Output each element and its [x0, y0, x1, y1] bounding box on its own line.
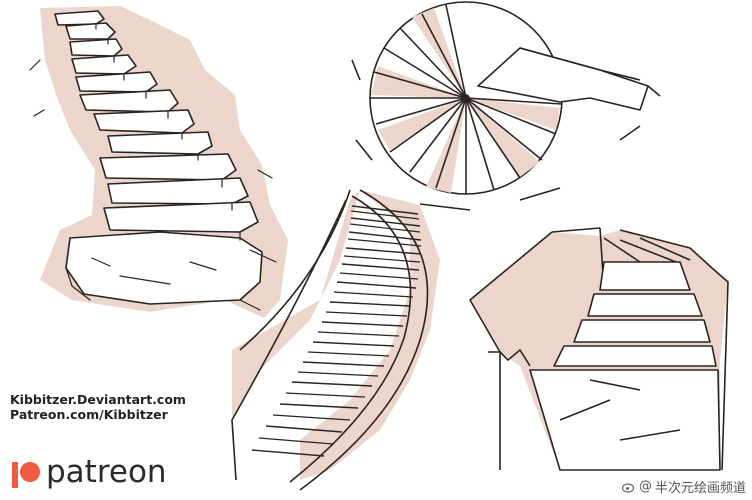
winding-left-wall	[469, 231, 553, 470]
winding-treads	[529, 261, 721, 471]
stone-stairs-drawing	[29, 6, 288, 318]
winding-right-wall	[711, 267, 729, 471]
curved-stair-treads	[251, 205, 422, 457]
stone-step	[54, 10, 105, 26]
stone-step	[107, 131, 213, 155]
winding-tread	[573, 319, 711, 343]
deviantart-link[interactable]: Kibbitzer.Deviantart.com	[10, 392, 186, 407]
stone-landing	[65, 231, 263, 305]
stone-step	[107, 177, 249, 205]
curved-stair-risers	[258, 210, 422, 445]
patreon-logo-icon	[12, 462, 40, 488]
stone-step	[75, 71, 158, 93]
patreon-link[interactable]: Patreon.com/Kibbitzer	[10, 407, 168, 422]
watermark-text: 半次元绘画频道	[654, 481, 746, 496]
winding-stairs-drawing	[469, 227, 729, 471]
winding-tread	[599, 261, 691, 291]
stone-step	[71, 54, 137, 75]
artist-credits: Kibbitzer.Deviantart.com Patreon.com/Kib…	[10, 392, 186, 422]
curved-stair-left-rail	[239, 189, 351, 351]
curved-stairs-drawing	[231, 189, 440, 491]
spiral-stairs-drawing	[351, 1, 661, 211]
winding-tread	[529, 369, 721, 471]
stone-step	[65, 22, 116, 40]
stone-step	[93, 109, 195, 134]
spiral-spokes	[370, 4, 563, 194]
patreon-brand[interactable]: patreon	[8, 452, 167, 492]
stone-step	[99, 153, 237, 181]
weibo-icon	[621, 482, 635, 493]
curved-stair-left-base	[231, 199, 347, 481]
patreon-wordmark: patreon	[46, 454, 167, 490]
curved-stair-right-rail	[299, 189, 429, 491]
watermark-at: @	[638, 479, 652, 494]
curved-wall-shade	[300, 190, 440, 480]
watermark: @ 半次元绘画频道	[621, 477, 746, 496]
spiral-wedges	[371, 8, 560, 193]
winding-tread	[587, 293, 703, 317]
stone-step	[79, 89, 179, 113]
winding-tread	[553, 345, 717, 367]
stone-step	[69, 38, 123, 57]
stone-step	[103, 201, 259, 233]
